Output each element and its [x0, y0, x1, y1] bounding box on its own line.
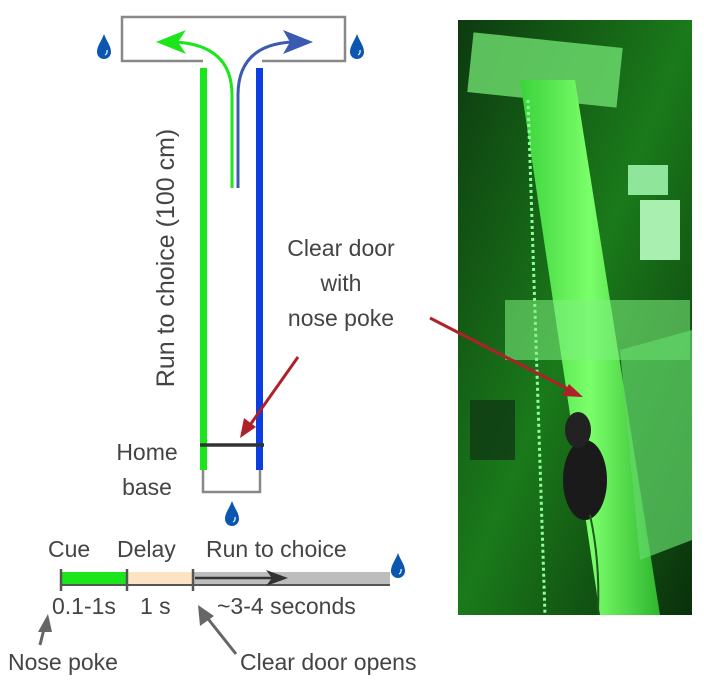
right-choice-arrow — [236, 40, 293, 188]
home-label: Home — [116, 439, 177, 465]
delay-segment — [127, 572, 193, 585]
nose-poke-label: Nose poke — [8, 649, 118, 675]
run-duration: ~3-4 seconds — [217, 593, 356, 619]
door-pointer-arrow — [248, 356, 300, 426]
cue-segment — [61, 572, 127, 585]
left-arrowhead-icon — [156, 30, 186, 54]
left-choice-arrow — [174, 40, 234, 188]
blue-wall — [256, 68, 263, 470]
run-arrowhead-icon — [266, 570, 288, 586]
green-wall — [200, 68, 207, 470]
door-label-line3: nose poke — [288, 305, 394, 331]
nose-poke-arrow-icon — [38, 614, 52, 632]
photo-door-arrow — [429, 316, 571, 392]
door-label-line2: with — [320, 270, 362, 296]
door-opens-label: Clear door opens — [240, 649, 416, 675]
delay-duration: 1 s — [140, 593, 171, 619]
phase-delay-label: Delay — [117, 536, 176, 562]
run-segment — [193, 572, 390, 585]
red-arrowhead-icon — [240, 418, 256, 438]
t-maze — [96, 15, 365, 527]
water-drop-icon — [349, 33, 365, 60]
apparatus-photo — [429, 20, 692, 616]
door-opens-arrow-icon — [198, 605, 214, 626]
phase-run-label: Run to choice — [206, 536, 347, 562]
right-arrowhead-icon — [283, 30, 313, 54]
base-label: base — [122, 474, 172, 500]
water-drop-icon — [390, 552, 406, 579]
trial-timeline: Cue Delay Run to choice 0.1-1s 1 s ~3-4 … — [8, 536, 416, 675]
water-drop-icon — [224, 500, 240, 527]
water-drop-icon — [96, 33, 112, 60]
run-to-choice-label: Run to choice (100 cm) — [152, 129, 180, 387]
t-maze-top-arm — [120, 15, 347, 63]
phase-cue-label: Cue — [48, 536, 90, 562]
cue-duration: 0.1-1s — [52, 593, 116, 619]
door-label-line1: Clear door — [287, 235, 395, 261]
home-base-box — [201, 470, 262, 494]
